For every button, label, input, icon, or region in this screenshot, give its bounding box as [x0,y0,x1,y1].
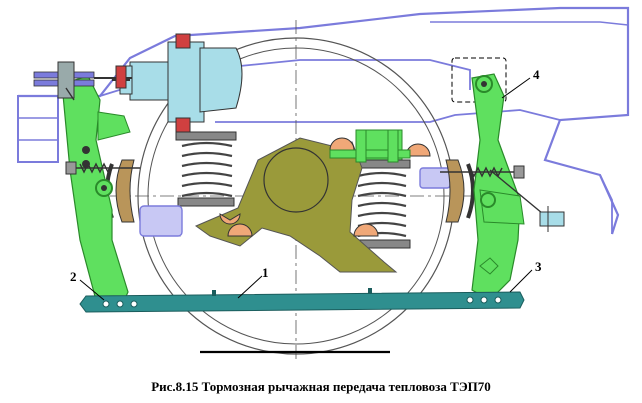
pull-rod [79,288,525,313]
brake-lever-left [61,75,131,311]
figure-caption: Рис.8.15 Тормозная рычажная передача теп… [151,379,491,394]
brake-lever-right [471,73,525,301]
callout-label-2: 2 [70,269,77,284]
spring-ties [329,129,411,163]
lever-spring-left [65,161,140,175]
lever-spring-right [440,165,565,232]
callout-label-1: 1 [262,265,269,280]
axlebox [112,33,243,133]
callout-label-4: 4 [533,67,540,82]
callout-label-3: 3 [535,259,542,274]
spring-left [175,131,237,207]
balancer-beam [194,137,398,273]
upper-linkage-left [33,61,132,101]
callout-leaders [79,77,533,301]
frame-lower [139,167,451,237]
brake-shoe-right [445,159,475,223]
